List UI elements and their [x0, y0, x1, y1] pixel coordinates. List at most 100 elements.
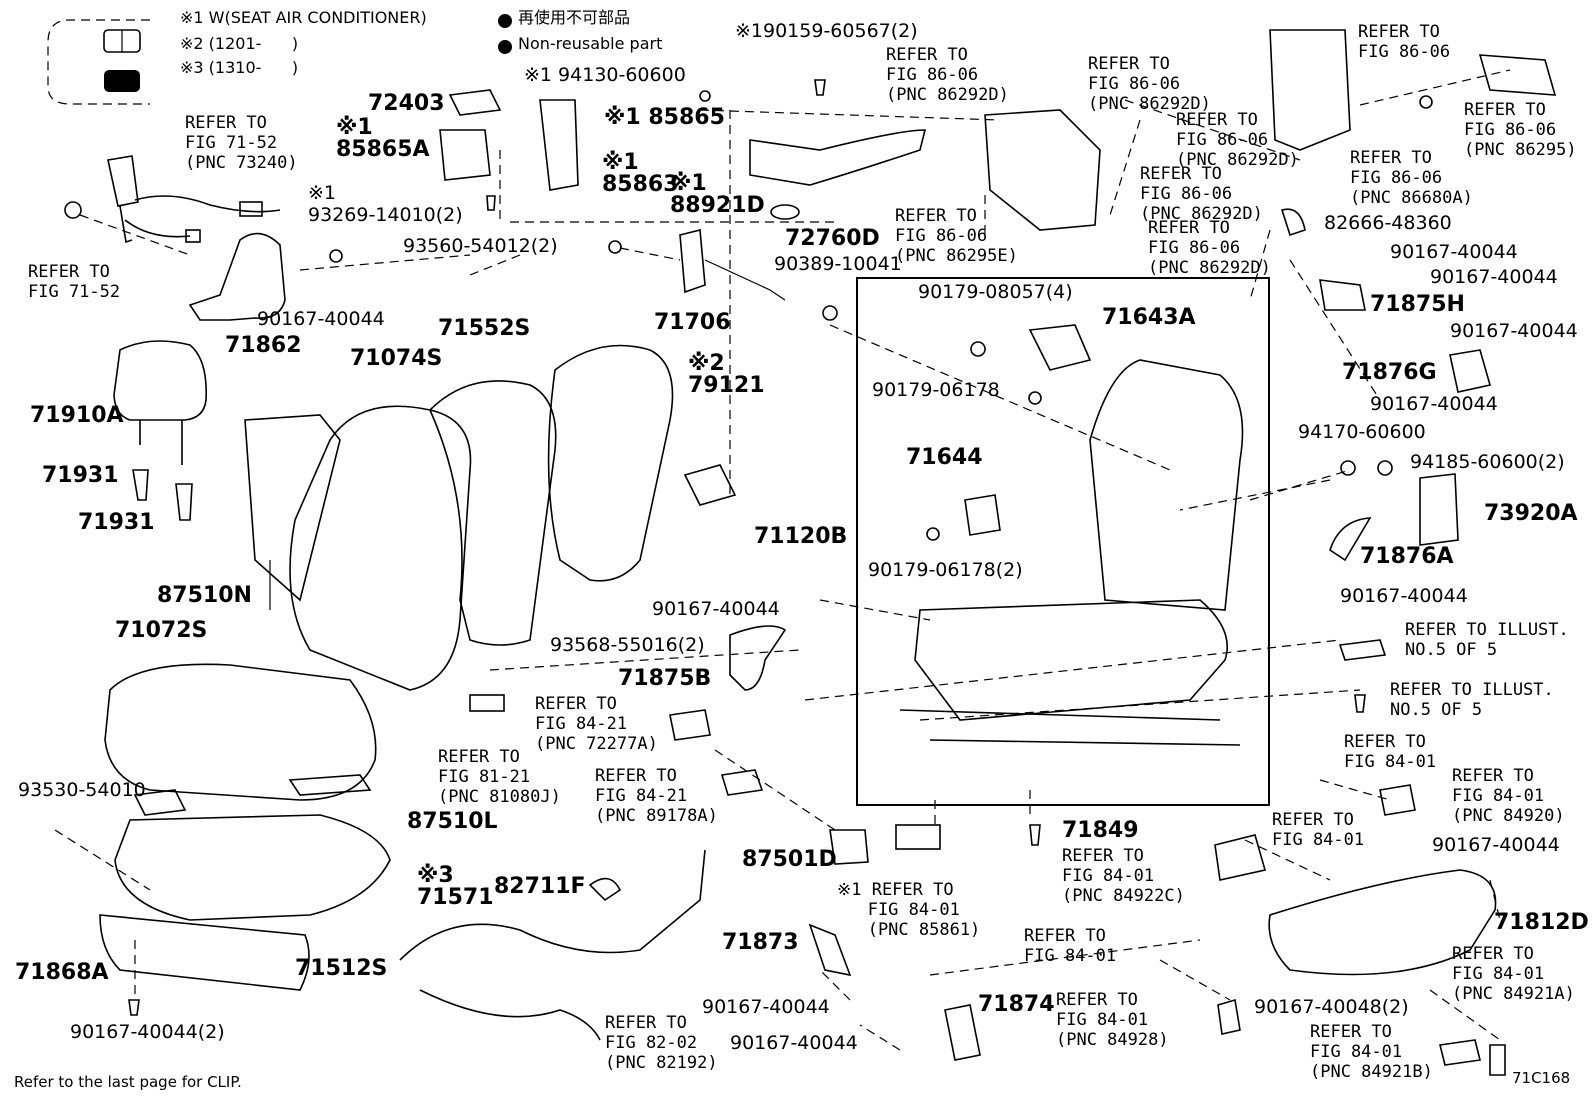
- label-72403: 72403: [368, 91, 445, 116]
- label-94185: 94185-60600(2): [1410, 451, 1565, 473]
- part-71874: [944, 1004, 981, 1061]
- label-71120B: 71120B: [754, 524, 848, 549]
- label-85865A: ※1 85865A: [336, 115, 430, 162]
- knob-84921A: [1489, 1044, 1506, 1076]
- label-82711F: 82711F: [494, 874, 586, 899]
- part-illust5: [1338, 639, 1387, 661]
- screw-icon: [128, 999, 140, 1016]
- ref-fig-84-01-84922C: REFER TO FIG 84-01 (PNC 84922C): [1062, 846, 1185, 906]
- part-85865A: [439, 129, 491, 181]
- label-71072S: 71072S: [115, 618, 208, 643]
- seat-frame-box: [856, 277, 1270, 806]
- clip-82711F: [588, 877, 622, 902]
- part-85863: [749, 129, 927, 186]
- figure-code: 71C168: [1512, 1069, 1571, 1087]
- label-90167-a: 90167-40044: [257, 308, 385, 330]
- headrest: [113, 340, 207, 465]
- legend-nonreusable-jp: 再使用不可部品: [518, 8, 631, 27]
- part-81080J: [469, 694, 505, 712]
- label-90389: 90389-10041: [774, 253, 902, 275]
- label-90167-h: 90167-40044: [1370, 393, 1498, 415]
- ref-fig-86-06-6: REFER TO FIG 86-06 (PNC 86295E): [895, 206, 1018, 266]
- part-72403: [448, 89, 502, 116]
- label-90167-c: 90167-40044: [702, 996, 830, 1018]
- part-84928: [1217, 998, 1241, 1035]
- label-87510N: 87510N: [157, 583, 252, 608]
- legend-seat-icon-dark: [104, 70, 140, 92]
- cushion-cover: [104, 663, 377, 801]
- part-85865: [539, 99, 579, 191]
- part-84922C: [1214, 834, 1267, 881]
- legend-air-conditioner: ※1 W(SEAT AIR CONDITIONER): [180, 8, 427, 27]
- legend-date-2: ※2 (1201- ): [180, 34, 299, 53]
- label-71644: 71644: [906, 445, 983, 470]
- seat-frame: [899, 324, 1244, 746]
- ref-fig-84-01-b: REFER TO FIG 84-01: [1272, 810, 1365, 850]
- label-90167-e: 90167-40044: [1390, 241, 1518, 263]
- label-93560: 93560-54012(2): [403, 235, 558, 257]
- label-71931-b: 71931: [78, 510, 155, 535]
- wire-harness-lower: [419, 989, 601, 1041]
- headrest-support: [132, 469, 149, 501]
- back-panel-clip: [1478, 54, 1557, 96]
- label-71876G: 71876G: [1342, 360, 1437, 385]
- label-71074S: 71074S: [350, 346, 443, 371]
- part-72760D-motor: [679, 228, 706, 294]
- label-79121: ※2 79121: [688, 351, 765, 398]
- ref-fig-84-01-84928: REFER TO FIG 84-01 (PNC 84928): [1056, 990, 1169, 1050]
- label-88921D: ※1 88921D: [670, 171, 765, 218]
- label-90167-i: 90167-40044: [1340, 585, 1468, 607]
- label-71910A: 71910A: [30, 403, 124, 428]
- legend-frame: [47, 19, 150, 105]
- bolt-icon: [814, 79, 826, 96]
- seat-belt-buckle: [107, 155, 281, 244]
- nut-icon: [1028, 391, 1042, 405]
- nut-icon: [822, 305, 838, 321]
- label-71873: 71873: [722, 930, 799, 955]
- label-93530: 93530-54010: [18, 779, 146, 801]
- label-90179-08057: 90179-08057(4): [918, 281, 1073, 303]
- label-73920A: 73920A: [1484, 501, 1578, 526]
- label-94130: ※1 94130-60600: [524, 64, 686, 86]
- part-71875B: [729, 625, 787, 691]
- part-71873: [808, 923, 852, 977]
- label-87510L: 87510L: [407, 809, 498, 834]
- cushion-pad: [114, 814, 391, 921]
- nut-icon: [64, 201, 82, 219]
- upper-bracket: [984, 109, 1101, 231]
- ref-fig-86-06-1: REFER TO FIG 86-06 (PNC 86292D): [886, 45, 1009, 105]
- bolt-icon: [329, 249, 343, 263]
- label-72760D: 72760D: [785, 226, 880, 251]
- ref-fig-84-01-84921A: REFER TO FIG 84-01 (PNC 84921A): [1452, 944, 1575, 1004]
- label-71876A: 71876A: [1360, 544, 1454, 569]
- nut-icon: [1419, 95, 1433, 109]
- label-94170: 94170-60600: [1298, 421, 1426, 443]
- nut-icon: [699, 90, 711, 102]
- screw-icon: [486, 195, 496, 211]
- ref-fig-82-02: REFER TO FIG 82-02 (PNC 82192): [605, 1013, 718, 1073]
- ref-fig-86-06-7: REFER TO FIG 86-06: [1358, 22, 1451, 62]
- part-87501D: [829, 829, 869, 865]
- ref-fig-86-06-3: REFER TO FIG 86-06 (PNC 86292D): [1176, 110, 1299, 170]
- part-79121: [683, 464, 737, 506]
- label-87501D: 87501D: [742, 847, 837, 872]
- label-71552S: 71552S: [438, 316, 531, 341]
- label-190159: ※190159-60567(2): [735, 20, 918, 42]
- seatback-pad: [429, 380, 557, 646]
- ref-fig-86-06-4: REFER TO FIG 86-06 (PNC 86292D): [1140, 164, 1263, 224]
- seatback-cover: [289, 405, 472, 691]
- nonreusable-dot-icon: [498, 40, 512, 54]
- label-71931-a: 71931: [42, 463, 119, 488]
- label-71849: 71849: [1062, 818, 1139, 843]
- label-71571: ※3 71571: [417, 863, 494, 910]
- seatback-board: [547, 344, 674, 582]
- ref-fig-71-52: REFER TO FIG 71-52: [28, 262, 121, 302]
- seatback-panel: [1269, 29, 1351, 151]
- knob-84921B: [1439, 1039, 1481, 1066]
- ref-fig-84-01-84921B: REFER TO FIG 84-01 (PNC 84921B): [1310, 1022, 1433, 1082]
- label-85865: ※1 85865: [604, 105, 725, 130]
- part-72277A: [669, 709, 711, 741]
- label-90167-j: 90167-40044: [1432, 834, 1560, 856]
- nut-icon: [926, 527, 940, 541]
